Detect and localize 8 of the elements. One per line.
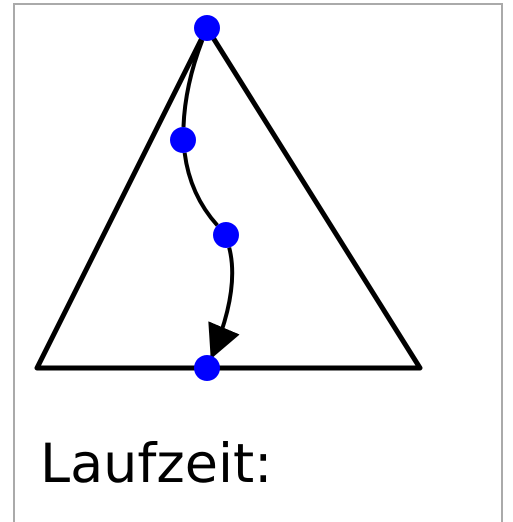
node-dot — [194, 15, 220, 41]
path-line — [182, 152, 219, 227]
path-line — [181, 39, 204, 128]
node-dot — [170, 127, 196, 153]
runtime-label: Laufzeit: — [40, 432, 272, 496]
arrow — [208, 247, 240, 360]
node-dot — [213, 222, 239, 248]
node-dot — [194, 355, 220, 381]
